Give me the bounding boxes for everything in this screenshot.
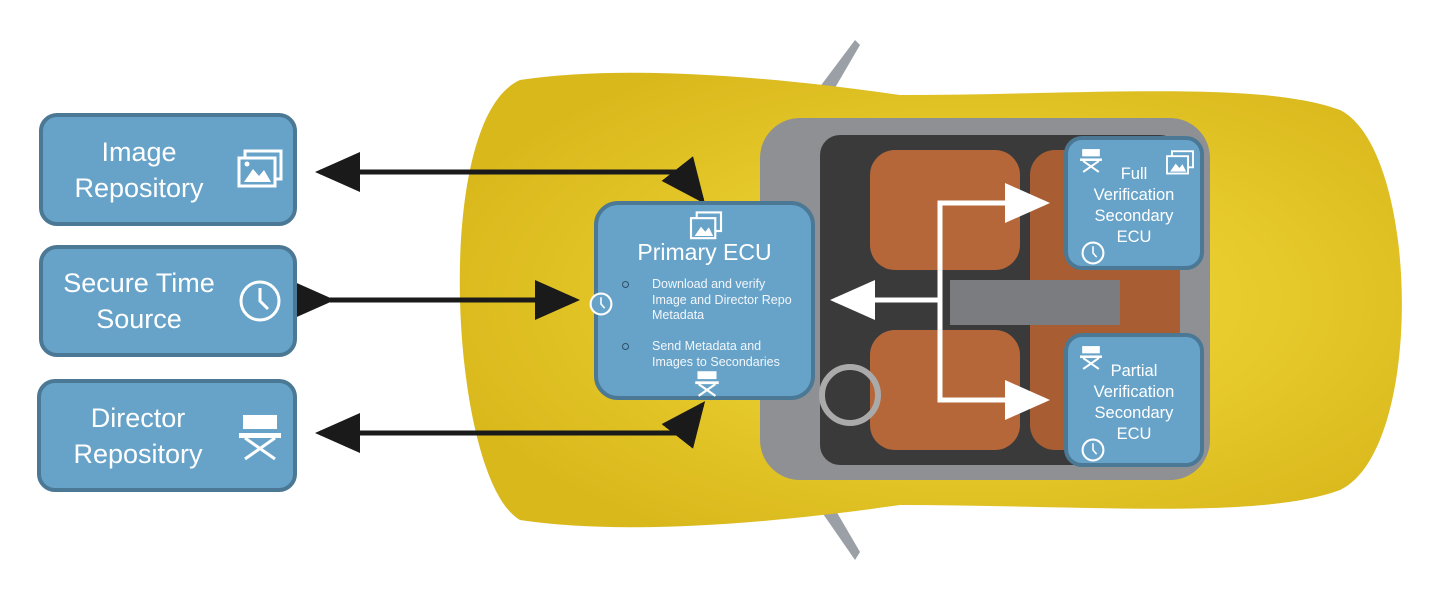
time-source-label-1: Secure Time [63, 268, 215, 298]
steering-wheel [819, 364, 881, 426]
clock-icon [235, 276, 285, 326]
bullet-item: Send Metadata and Images to Secondaries [622, 339, 802, 370]
image-icon [688, 211, 724, 241]
time-source-label-2: Source [96, 304, 182, 334]
image-icon [1164, 150, 1196, 176]
director-chair-icon [1078, 146, 1104, 174]
primary-ecu-title: Primary ECU [637, 239, 772, 265]
bullet-item: Download and verify Image and Director R… [622, 277, 802, 324]
director-repository-label-1: Director [90, 402, 186, 433]
image-icon [235, 145, 285, 195]
primary-ecu-box: Primary ECU Download and verify Image an… [589, 201, 815, 400]
director-repository-label-2: Repository [73, 438, 203, 469]
director-chair-icon [1078, 343, 1104, 371]
image-repository-label-1: Image [101, 136, 177, 167]
clock-icon [1080, 240, 1106, 266]
clock-icon [588, 291, 614, 317]
clock-icon [1080, 437, 1106, 463]
director-chair-icon [235, 411, 285, 461]
arrow-to-partial [937, 300, 1050, 420]
director-chair-icon [693, 368, 721, 398]
bullet-text: Download and verify Image and Director R… [652, 277, 792, 322]
image-repository-label-2: Repository [74, 172, 204, 203]
bullet-text: Send Metadata and Images to Secondaries [652, 339, 780, 369]
